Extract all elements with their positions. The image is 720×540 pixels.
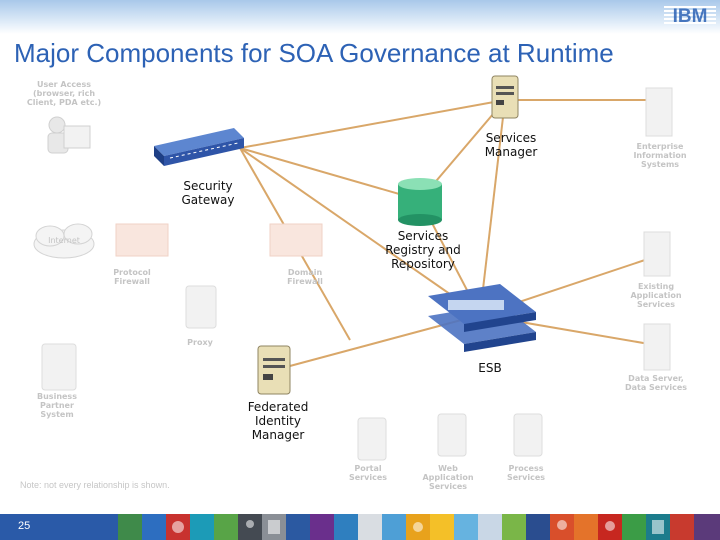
label-security-gateway: Security Gateway bbox=[181, 179, 235, 207]
portal-services-icon bbox=[357, 417, 387, 461]
label-data-server: Data Server, Data Services bbox=[624, 374, 688, 393]
label-existing-application-services: Existing Application Services bbox=[630, 282, 682, 310]
user-access-icon bbox=[47, 116, 91, 154]
label-services-registry: Services Registry and Repository bbox=[385, 229, 461, 271]
existing-app-icon bbox=[643, 231, 671, 277]
label-web-application-services: Web Application Services bbox=[422, 464, 474, 492]
domain-firewall-icon bbox=[269, 223, 323, 257]
page-number: 25 bbox=[18, 520, 31, 532]
label-protocol-firewall: Protocol Firewall bbox=[113, 268, 151, 287]
services-manager-server-icon bbox=[491, 75, 519, 119]
page-number-box bbox=[0, 514, 118, 540]
footer-image-strip bbox=[118, 514, 720, 540]
label-esb: ESB bbox=[478, 361, 502, 375]
ibm-logo: IBM bbox=[664, 6, 716, 26]
footnote: Note: not every relationship is shown. bbox=[20, 480, 170, 490]
label-federated-identity-manager: Federated Identity Manager bbox=[247, 400, 309, 442]
security-gateway-icon bbox=[154, 128, 244, 166]
label-internet: Internet bbox=[48, 236, 80, 245]
data-server-icon bbox=[643, 323, 671, 371]
header-bar bbox=[0, 0, 720, 34]
internet-cloud-icon bbox=[33, 223, 95, 259]
label-business-partner-system: Business Partner System bbox=[37, 392, 77, 420]
label-process-services: Process Services bbox=[506, 464, 546, 483]
svg-text:IBM: IBM bbox=[673, 6, 708, 26]
process-services-icon bbox=[513, 413, 543, 457]
business-partner-icon bbox=[41, 343, 77, 391]
proxy-server-icon bbox=[185, 285, 217, 329]
label-user-access: User Access (browser, rich Client, PDA e… bbox=[26, 80, 102, 108]
esb-bus-icon bbox=[428, 284, 536, 352]
label-domain-firewall: Domain Firewall bbox=[287, 268, 323, 287]
services-registry-database-icon bbox=[398, 178, 442, 226]
label-services-manager: Services Manager bbox=[484, 131, 538, 159]
enterprise-info-icon bbox=[645, 87, 673, 137]
label-portal-services: Portal Services bbox=[348, 464, 388, 483]
federated-identity-server-icon bbox=[257, 345, 291, 395]
page-title: Major Components for SOA Governance at R… bbox=[14, 38, 614, 68]
web-app-services-icon bbox=[437, 413, 467, 457]
protocol-firewall-icon bbox=[115, 223, 169, 257]
label-proxy: Proxy bbox=[187, 338, 213, 347]
label-enterprise-information-systems: Enterprise Information Systems bbox=[633, 142, 687, 170]
